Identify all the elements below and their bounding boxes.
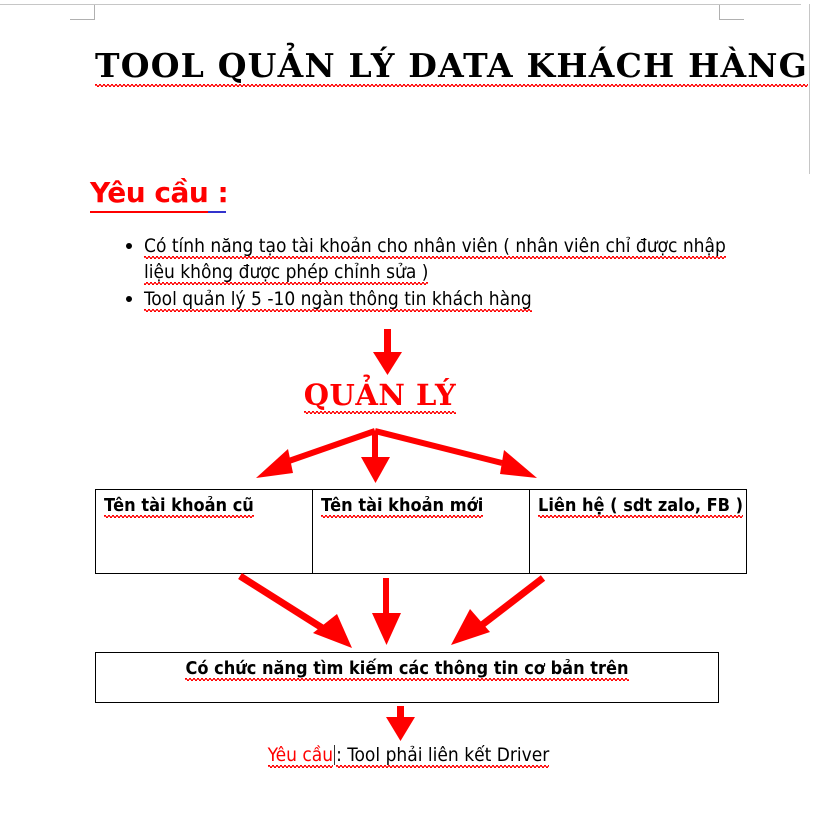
accounts-table: Tên tài khoản cũ Tên tài khoản mới Liên … [95,489,747,574]
requirements-list: Có tính năng tạo tài khoản cho nhân viên… [118,234,744,315]
page-title-text: TOOL QUẢN LÝ DATA KHÁCH HÀNG [95,46,809,85]
arrow-quanly-to-col2 [361,431,390,483]
heading-underline-red [90,211,226,213]
page-title: TOOL QUẢN LÝ DATA KHÁCH HÀNG [95,46,809,85]
table-cell-old-account: Tên tài khoản cũ [95,489,313,574]
table-header-new-account: Tên tài khoản mới [321,495,484,516]
table-row: Tên tài khoản cũ Tên tài khoản mới Liên … [95,489,747,574]
center-label-text: QUẢN LÝ [303,378,457,412]
final-note-black-text: : Tool phải liên kết Driver [336,744,550,766]
function-box-text: Có chức năng tìm kiếm các thông tin cơ b… [185,658,629,679]
arrow-function-box-to-note [386,706,415,741]
arrow-down-to-quanly [373,329,402,375]
text-cursor [334,745,336,765]
margin-guide-top-right [719,5,744,20]
table-cell-new-account: Tên tài khoản mới [312,489,530,574]
table-cell-contact: Liên hệ ( sdt zalo, FB ) [529,489,747,574]
requirements-heading-text: Yêu cầu : [90,176,229,209]
list-item-text: Có tính năng tạo tài khoản cho nhân viên… [144,235,726,283]
bullet-dot-icon [126,296,132,303]
arrow-quanly-to-col3 [374,428,537,478]
arrow-col1-to-function-box [238,573,352,648]
list-item: Có tính năng tạo tài khoản cho nhân viên… [126,234,744,285]
function-box: Có chức năng tìm kiếm các thông tin cơ b… [95,652,719,703]
page-right-edge-rule [809,4,810,174]
margin-guide-top-left [70,5,95,20]
center-label: QUẢN LÝ [0,378,760,412]
arrow-col2-to-function-box [372,578,401,645]
page-top-rule [0,4,801,5]
requirements-heading: Yêu cầu : [90,176,229,213]
table-header-old-account: Tên tài khoản cũ [104,495,254,516]
final-note-red-text: Yêu cầu [267,744,334,766]
bullet-dot-icon [126,243,132,249]
final-note: Yêu cầu: Tool phải liên kết Driver [0,744,817,766]
heading-underline-blue [208,211,226,213]
list-item: Tool quản lý 5 -10 ngàn thông tin khách … [126,287,744,313]
arrow-col3-to-function-box [451,575,546,645]
list-item-text: Tool quản lý 5 -10 ngàn thông tin khách … [144,288,532,311]
arrow-quanly-to-col1 [256,428,376,478]
table-header-contact: Liên hệ ( sdt zalo, FB ) [538,495,744,516]
